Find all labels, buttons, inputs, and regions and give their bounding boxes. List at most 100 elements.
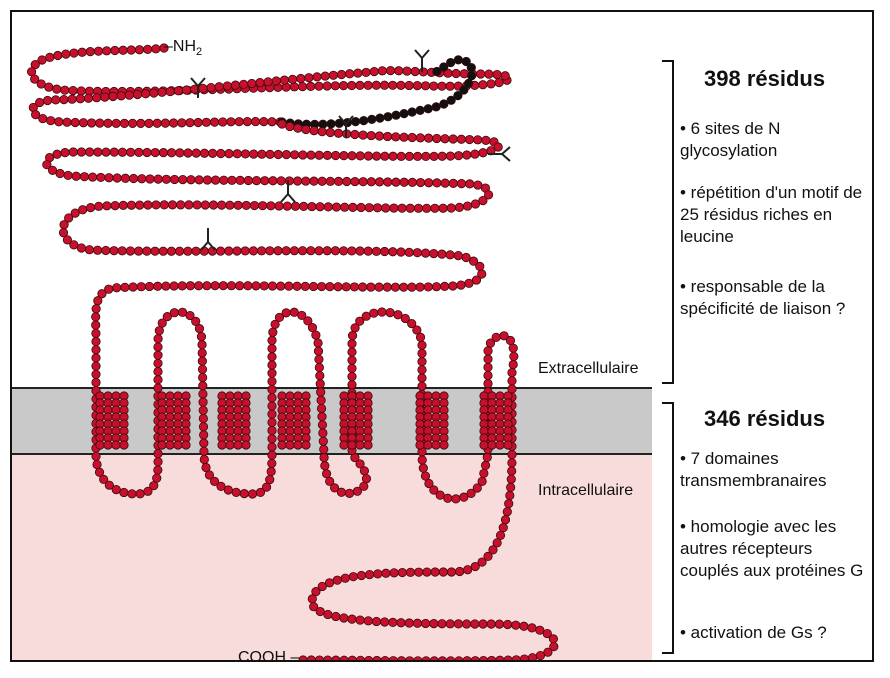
residue-bead-icon [193, 201, 201, 209]
residue-bead-icon [310, 126, 318, 134]
residue-bead-icon [324, 610, 332, 618]
residue-bead-icon [331, 247, 339, 255]
residue-bead-icon [146, 175, 154, 183]
residue-bead-icon [61, 86, 69, 94]
residue-bead-icon [480, 469, 488, 477]
residue-bead-icon [343, 177, 351, 185]
residue-bead-icon [332, 656, 340, 662]
residue-bead-icon [290, 247, 298, 255]
residue-bead-icon [162, 175, 170, 183]
residue-bead-icon [77, 87, 85, 95]
residue-bead-icon [414, 204, 422, 212]
residue-bead-icon [405, 152, 413, 160]
residue-bead-icon [144, 201, 152, 209]
residue-bead-icon [506, 336, 514, 344]
residue-bead-icon [424, 283, 432, 291]
residue-bead-icon [69, 148, 77, 156]
residue-bead-icon [380, 247, 388, 255]
residue-bead-icon [286, 122, 294, 130]
residue-bead-icon [200, 149, 208, 157]
residue-bead-icon [260, 117, 268, 125]
residue-bead-icon [484, 363, 492, 371]
residue-bead-icon [405, 619, 413, 627]
residue-bead-icon [60, 95, 68, 103]
residue-bead-icon [39, 114, 47, 122]
residue-bead-icon [509, 360, 517, 368]
residue-bead-icon [373, 656, 381, 662]
residue-bead-icon [389, 81, 397, 89]
residue-bead-icon [268, 361, 276, 369]
residue-bead-icon [507, 467, 515, 475]
residue-bead-icon [323, 656, 331, 662]
residue-bead-icon [94, 297, 102, 305]
residue-bead-icon [315, 363, 323, 371]
residue-bead-icon [389, 248, 397, 256]
residue-bead-icon [463, 202, 471, 210]
residue-bead-icon [433, 134, 441, 142]
residue-bead-icon [176, 201, 184, 209]
residue-bead-icon [326, 177, 334, 185]
residue-bead-icon [378, 67, 386, 75]
residue-bead-icon [418, 341, 426, 349]
residue-bead-icon [261, 176, 269, 184]
residue-bead-icon [187, 176, 195, 184]
residue-bead-icon [484, 347, 492, 355]
residue-bead-icon [454, 56, 462, 64]
residue-bead-icon [232, 488, 240, 496]
residue-bead-icon [512, 621, 520, 629]
residue-bead-icon [154, 384, 162, 392]
residue-bead-icon [275, 202, 283, 210]
residue-bead-icon [326, 282, 334, 290]
residue-bead-icon [446, 82, 454, 90]
residue-bead-icon [316, 380, 324, 388]
residue-bead-icon [120, 119, 128, 127]
residue-bead-icon [484, 355, 492, 363]
residue-bead-icon [133, 90, 141, 98]
residue-bead-icon [93, 246, 101, 254]
residue-bead-icon [282, 150, 290, 158]
residue-bead-icon [438, 250, 446, 258]
residue-bead-icon [374, 570, 382, 578]
residue-bead-icon [301, 282, 309, 290]
residue-bead-icon [239, 80, 247, 88]
residue-bead-icon [119, 201, 127, 209]
residue-bead-icon [321, 462, 329, 470]
residue-bead-icon [208, 149, 216, 157]
residue-bead-icon [492, 333, 500, 341]
residue-bead-icon [421, 619, 429, 627]
residue-bead-icon [276, 282, 284, 290]
residue-bead-icon [466, 180, 474, 188]
residue-bead-icon [455, 657, 463, 662]
residue-bead-icon [506, 491, 514, 499]
residue-bead-icon [160, 201, 168, 209]
residue-bead-icon [441, 135, 449, 143]
residue-bead-icon [354, 69, 362, 77]
residue-bead-icon [120, 488, 128, 496]
residue-bead-icon [422, 657, 430, 662]
residue-bead-icon [348, 381, 356, 389]
residue-bead-icon [406, 568, 414, 576]
residue-bead-icon [449, 135, 457, 143]
residue-bead-icon [117, 92, 125, 100]
residue-bead-icon [299, 151, 307, 159]
residue-bead-icon [278, 441, 286, 449]
residue-bead-icon [63, 118, 71, 126]
residue-bead-icon [184, 149, 192, 157]
extracellular-label: Extracellulaire [538, 360, 638, 378]
residue-bead-icon [92, 354, 100, 362]
residue-bead-icon [69, 86, 77, 94]
residue-bead-icon [318, 177, 326, 185]
residue-bead-icon [86, 203, 94, 211]
residue-bead-icon [350, 283, 358, 291]
residue-bead-icon [416, 106, 424, 114]
residue-bead-icon [80, 172, 88, 180]
residue-bead-icon [186, 118, 194, 126]
residue-bead-icon [508, 377, 516, 385]
residue-bead-icon [348, 348, 356, 356]
residue-bead-icon [195, 176, 203, 184]
extracellular-bullet-3: • responsable de la spécificité de liais… [680, 276, 870, 320]
residue-bead-icon [200, 447, 208, 455]
residue-bead-icon [143, 148, 151, 156]
residue-bead-icon [348, 331, 356, 339]
residue-bead-icon [174, 87, 182, 95]
